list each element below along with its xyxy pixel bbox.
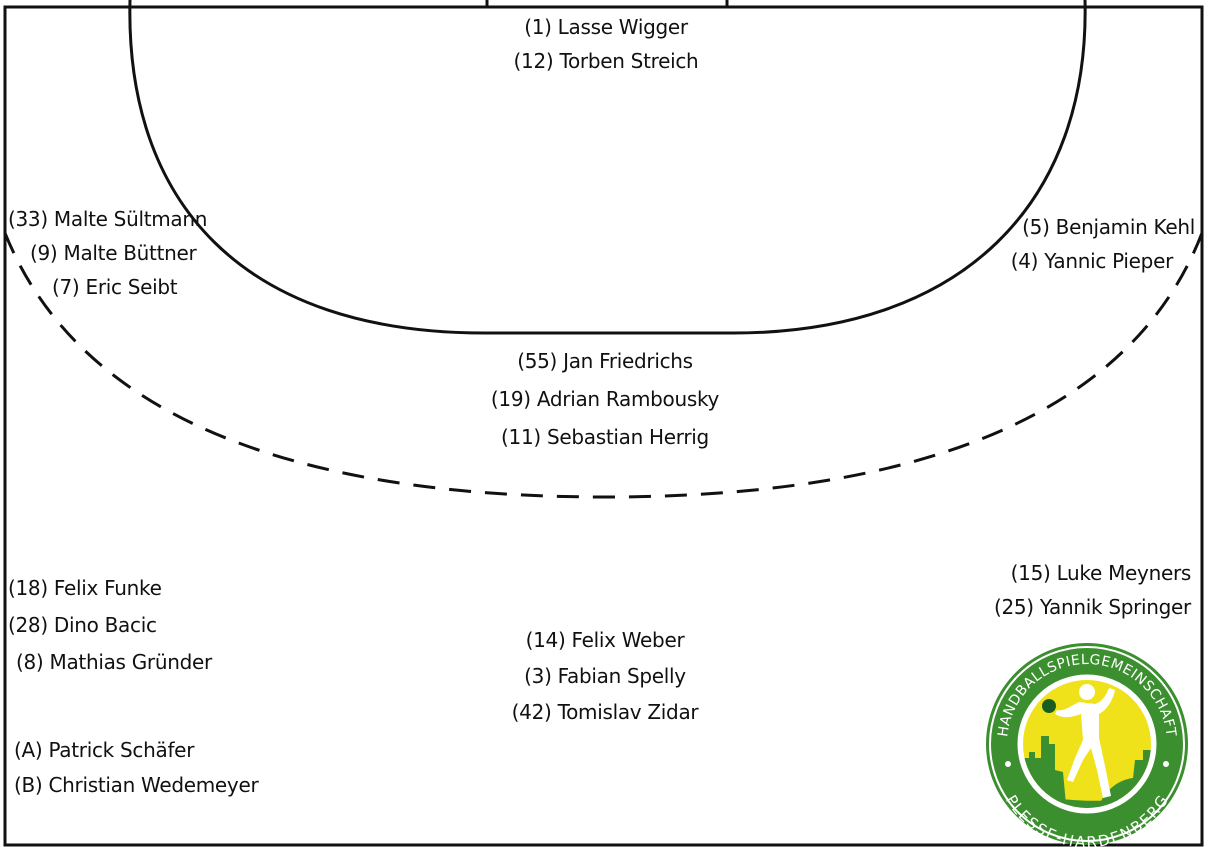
pivot: (55) Jan Friedrichs (19) Adrian Rambousk… (491, 344, 719, 454)
official-name: (A) Patrick Schäfer (14, 738, 195, 762)
center-back: (14) Felix Weber (3) Fabian Spelly (42) … (512, 623, 699, 729)
player-name: (1) Lasse Wigger (524, 15, 688, 39)
player-name: (42) Tomislav Zidar (511, 700, 699, 724)
official-name: (B) Christian Wedemeyer (14, 773, 259, 797)
player-name: (33) Malte Sültmann (8, 207, 208, 231)
ball-icon (1042, 699, 1056, 713)
player-name: (25) Yannik Springer (993, 595, 1191, 619)
player-name: (11) Sebastian Herrig (501, 425, 709, 449)
left-back: (18) Felix Funke (28) Dino Bacic (8) Mat… (8, 571, 212, 679)
goal (485, 0, 729, 9)
right-back: (15) Luke Meyners (25) Yannik Springer (994, 556, 1191, 624)
player-name: (8) Mathias Gründer (16, 650, 212, 674)
left-wing: (33) Malte Sültmann (9) Malte Büttner (7… (8, 202, 207, 304)
player-name: (12) Torben Streich (513, 49, 699, 73)
officials: (A) Patrick Schäfer (B) Christian Wedeme… (14, 733, 259, 802)
goalkeepers: (1) Lasse Wigger (12) Torben Streich (514, 10, 699, 78)
player-name: (7) Eric Seibt (52, 275, 178, 299)
player-name: (5) Benjamin Kehl (1022, 215, 1195, 239)
goal-area-line (128, 0, 1087, 335)
player-name: (18) Felix Funke (8, 576, 162, 600)
right-wing: (5) Benjamin Kehl (4) Yannic Pieper (1010, 210, 1196, 278)
player-name: (9) Malte Büttner (30, 241, 197, 265)
player-name: (4) Yannic Pieper (1010, 249, 1174, 273)
player-name: (55) Jan Friedrichs (517, 349, 693, 373)
player-name: (15) Luke Meyners (1010, 561, 1192, 585)
handball-player-icon (1055, 684, 1115, 798)
player-name: (3) Fabian Spelly (524, 664, 686, 688)
club-logo: HANDBALLSPIELGEMEINSCHAFT PLESSE-HARDENB… (986, 643, 1188, 847)
player-name: (28) Dino Bacic (8, 613, 157, 637)
player-name: (14) Felix Weber (525, 628, 685, 652)
free-throw-line (3, 232, 1204, 499)
player-name: (19) Adrian Rambousky (490, 387, 720, 411)
